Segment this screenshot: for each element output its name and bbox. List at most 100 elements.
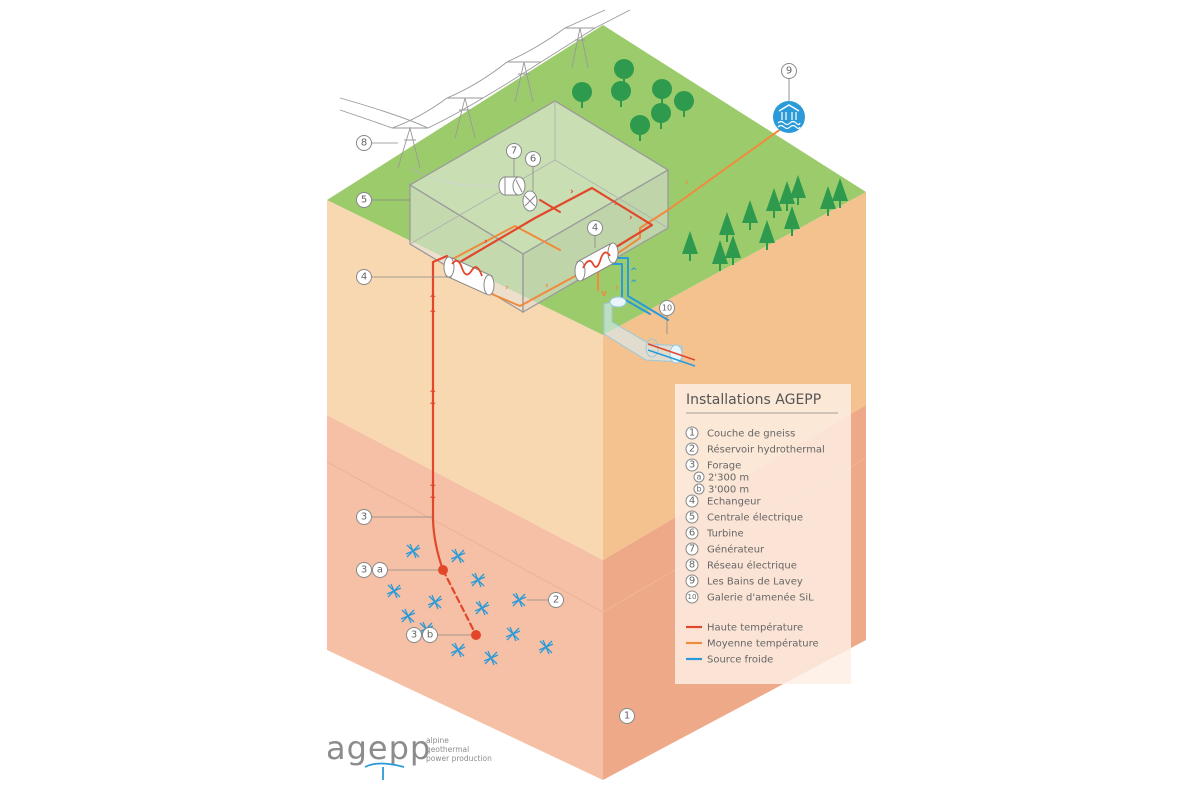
logo-tagline-1: alpine (426, 736, 449, 745)
svg-text:1: 1 (689, 428, 695, 439)
svg-text:^: ^ (429, 495, 437, 505)
svg-text:9: 9 (786, 66, 792, 77)
svg-text:8: 8 (361, 138, 367, 149)
reservoir-cross-mark (538, 639, 554, 655)
reservoir-cross-mark (400, 608, 416, 624)
legend-line-entry: Haute température (686, 622, 803, 634)
svg-text:2: 2 (553, 595, 559, 606)
callout-8: 8 (356, 135, 372, 151)
power-plant-box (408, 100, 670, 314)
reservoir-cross-mark (450, 642, 466, 658)
svg-text:10: 10 (662, 304, 672, 313)
tunnel-gallery-icon (603, 296, 696, 367)
svg-text:7: 7 (511, 146, 517, 157)
svg-text:8: 8 (689, 560, 695, 571)
svg-text:Couche de gneiss: Couche de gneiss (707, 429, 795, 440)
svg-text:Turbine: Turbine (706, 529, 744, 540)
svg-text:Générateur: Générateur (707, 544, 765, 556)
agepp-logo: agepp alpine geothermal power production (326, 729, 492, 780)
legend-item: 7 Générateur (685, 542, 765, 556)
svg-text:^: ^ (630, 267, 638, 277)
callout-4-right: 4 (587, 220, 603, 236)
reservoir-cross-mark (450, 548, 466, 564)
svg-text:^: ^ (630, 279, 638, 289)
reservoir-cross-mark (470, 572, 486, 588)
legend-item: 9 Les Bains de Lavey (685, 574, 803, 588)
svg-text:6: 6 (530, 154, 536, 165)
svg-text:4: 4 (592, 223, 598, 234)
logo-wordmark: agepp (326, 729, 431, 767)
svg-text:Source froide: Source froide (707, 655, 773, 666)
callout-3b: 3 b (406, 627, 438, 643)
callout-6: 6 (525, 151, 541, 167)
callout-9: 9 (781, 63, 797, 79)
reservoir-cross-mark (405, 543, 421, 559)
svg-text:›: › (484, 237, 488, 247)
svg-text:›: › (615, 283, 619, 293)
callout-4-left: 4 (356, 269, 372, 285)
callout-1: 1 (619, 708, 635, 724)
svg-text:4: 4 (689, 496, 695, 507)
svg-text:3'000 m: 3'000 m (708, 485, 749, 496)
callout-10: 10 (659, 300, 675, 316)
svg-text:10: 10 (688, 593, 697, 601)
svg-text:^: ^ (429, 401, 437, 411)
heat-exchanger-right-icon (574, 242, 619, 282)
reservoir-cross-mark (474, 600, 490, 616)
reservoir-cross-mark (511, 592, 527, 608)
svg-text:Galerie d'amenée SiL: Galerie d'amenée SiL (707, 592, 814, 604)
svg-text:›: › (570, 187, 574, 197)
svg-text:a: a (697, 473, 702, 482)
svg-text:Les Bains de Lavey: Les Bains de Lavey (707, 577, 803, 588)
reservoir-cross-mark (386, 583, 402, 599)
svg-text:b: b (427, 630, 433, 641)
svg-text:b: b (696, 485, 701, 494)
legend-item: b 3'000 m (693, 483, 749, 496)
svg-text:2'300 m: 2'300 m (708, 473, 749, 484)
svg-text:Centrale électrique: Centrale électrique (707, 512, 803, 524)
svg-text:3: 3 (411, 630, 417, 641)
callout-2: 2 (548, 592, 564, 608)
legend-item: 1 Couche de gneiss (685, 426, 795, 440)
svg-text:Haute température: Haute température (707, 622, 803, 634)
svg-text:3: 3 (361, 565, 367, 576)
svg-text:5: 5 (361, 195, 367, 206)
soil-layer (327, 192, 866, 560)
svg-text:^: ^ (429, 389, 437, 399)
svg-text:^: ^ (429, 294, 437, 304)
logo-tagline-2: geothermal (426, 745, 469, 754)
svg-text:3: 3 (361, 512, 367, 523)
svg-text:›: › (685, 178, 689, 188)
svg-text:Forage: Forage (707, 461, 741, 472)
callout-7: 7 (506, 143, 522, 159)
legend-title: Installations AGEPP (686, 392, 821, 408)
logo-tagline-3: power production (426, 754, 492, 763)
thermal-baths-icon (773, 79, 805, 133)
legend-line-entry: Moyenne température (686, 638, 819, 650)
flow-arrows: ^ ^ ^ ^ ^ ^ › › › › › ‹ › › ^ ^ v (429, 178, 689, 505)
heat-exchanger-left-icon (443, 256, 495, 296)
svg-text:^: ^ (429, 309, 437, 319)
callout-3: 3 (356, 509, 372, 525)
trees-icon (572, 59, 848, 271)
svg-text:^: ^ (429, 483, 437, 493)
svg-text:7: 7 (689, 544, 695, 555)
legend-item: 10 Galerie d'amenée SiL (685, 590, 814, 604)
svg-text:Réservoir hydrothermal: Réservoir hydrothermal (707, 444, 825, 456)
turbine-icon (522, 190, 538, 212)
svg-text:a: a (377, 565, 383, 576)
svg-text:›: › (629, 213, 633, 223)
svg-text:4: 4 (361, 272, 367, 283)
reservoir-cross-mark (483, 650, 499, 666)
svg-text:v: v (601, 289, 607, 299)
svg-text:›: › (614, 199, 618, 209)
svg-text:9: 9 (689, 576, 695, 587)
borehole-point-b (471, 630, 481, 640)
